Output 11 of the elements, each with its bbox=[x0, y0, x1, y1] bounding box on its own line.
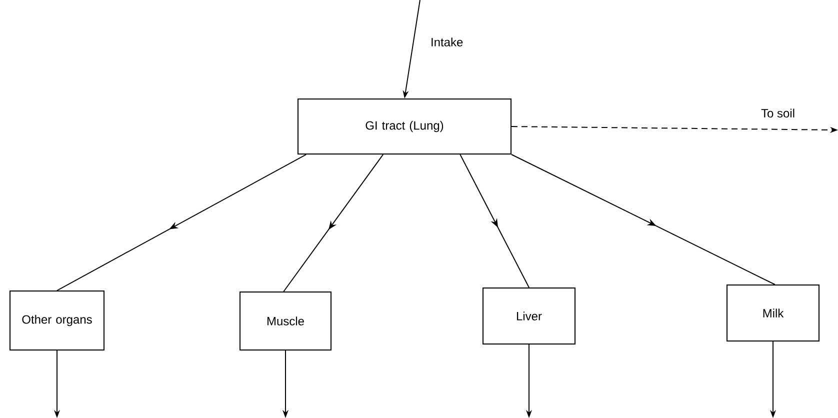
process-box: GI tract (Lung) bbox=[298, 98, 512, 154]
arrow bbox=[283, 154, 384, 292]
process-box: Liver bbox=[482, 288, 576, 344]
arrow bbox=[511, 154, 776, 285]
edge-label: To soil bbox=[759, 106, 798, 120]
process-box: Milk bbox=[726, 284, 820, 342]
arrow bbox=[56, 154, 307, 291]
process-box: Other organs bbox=[10, 290, 104, 350]
process-box: Muscle bbox=[240, 292, 332, 350]
edge-label: Intake bbox=[428, 36, 466, 48]
arrow bbox=[460, 154, 530, 288]
